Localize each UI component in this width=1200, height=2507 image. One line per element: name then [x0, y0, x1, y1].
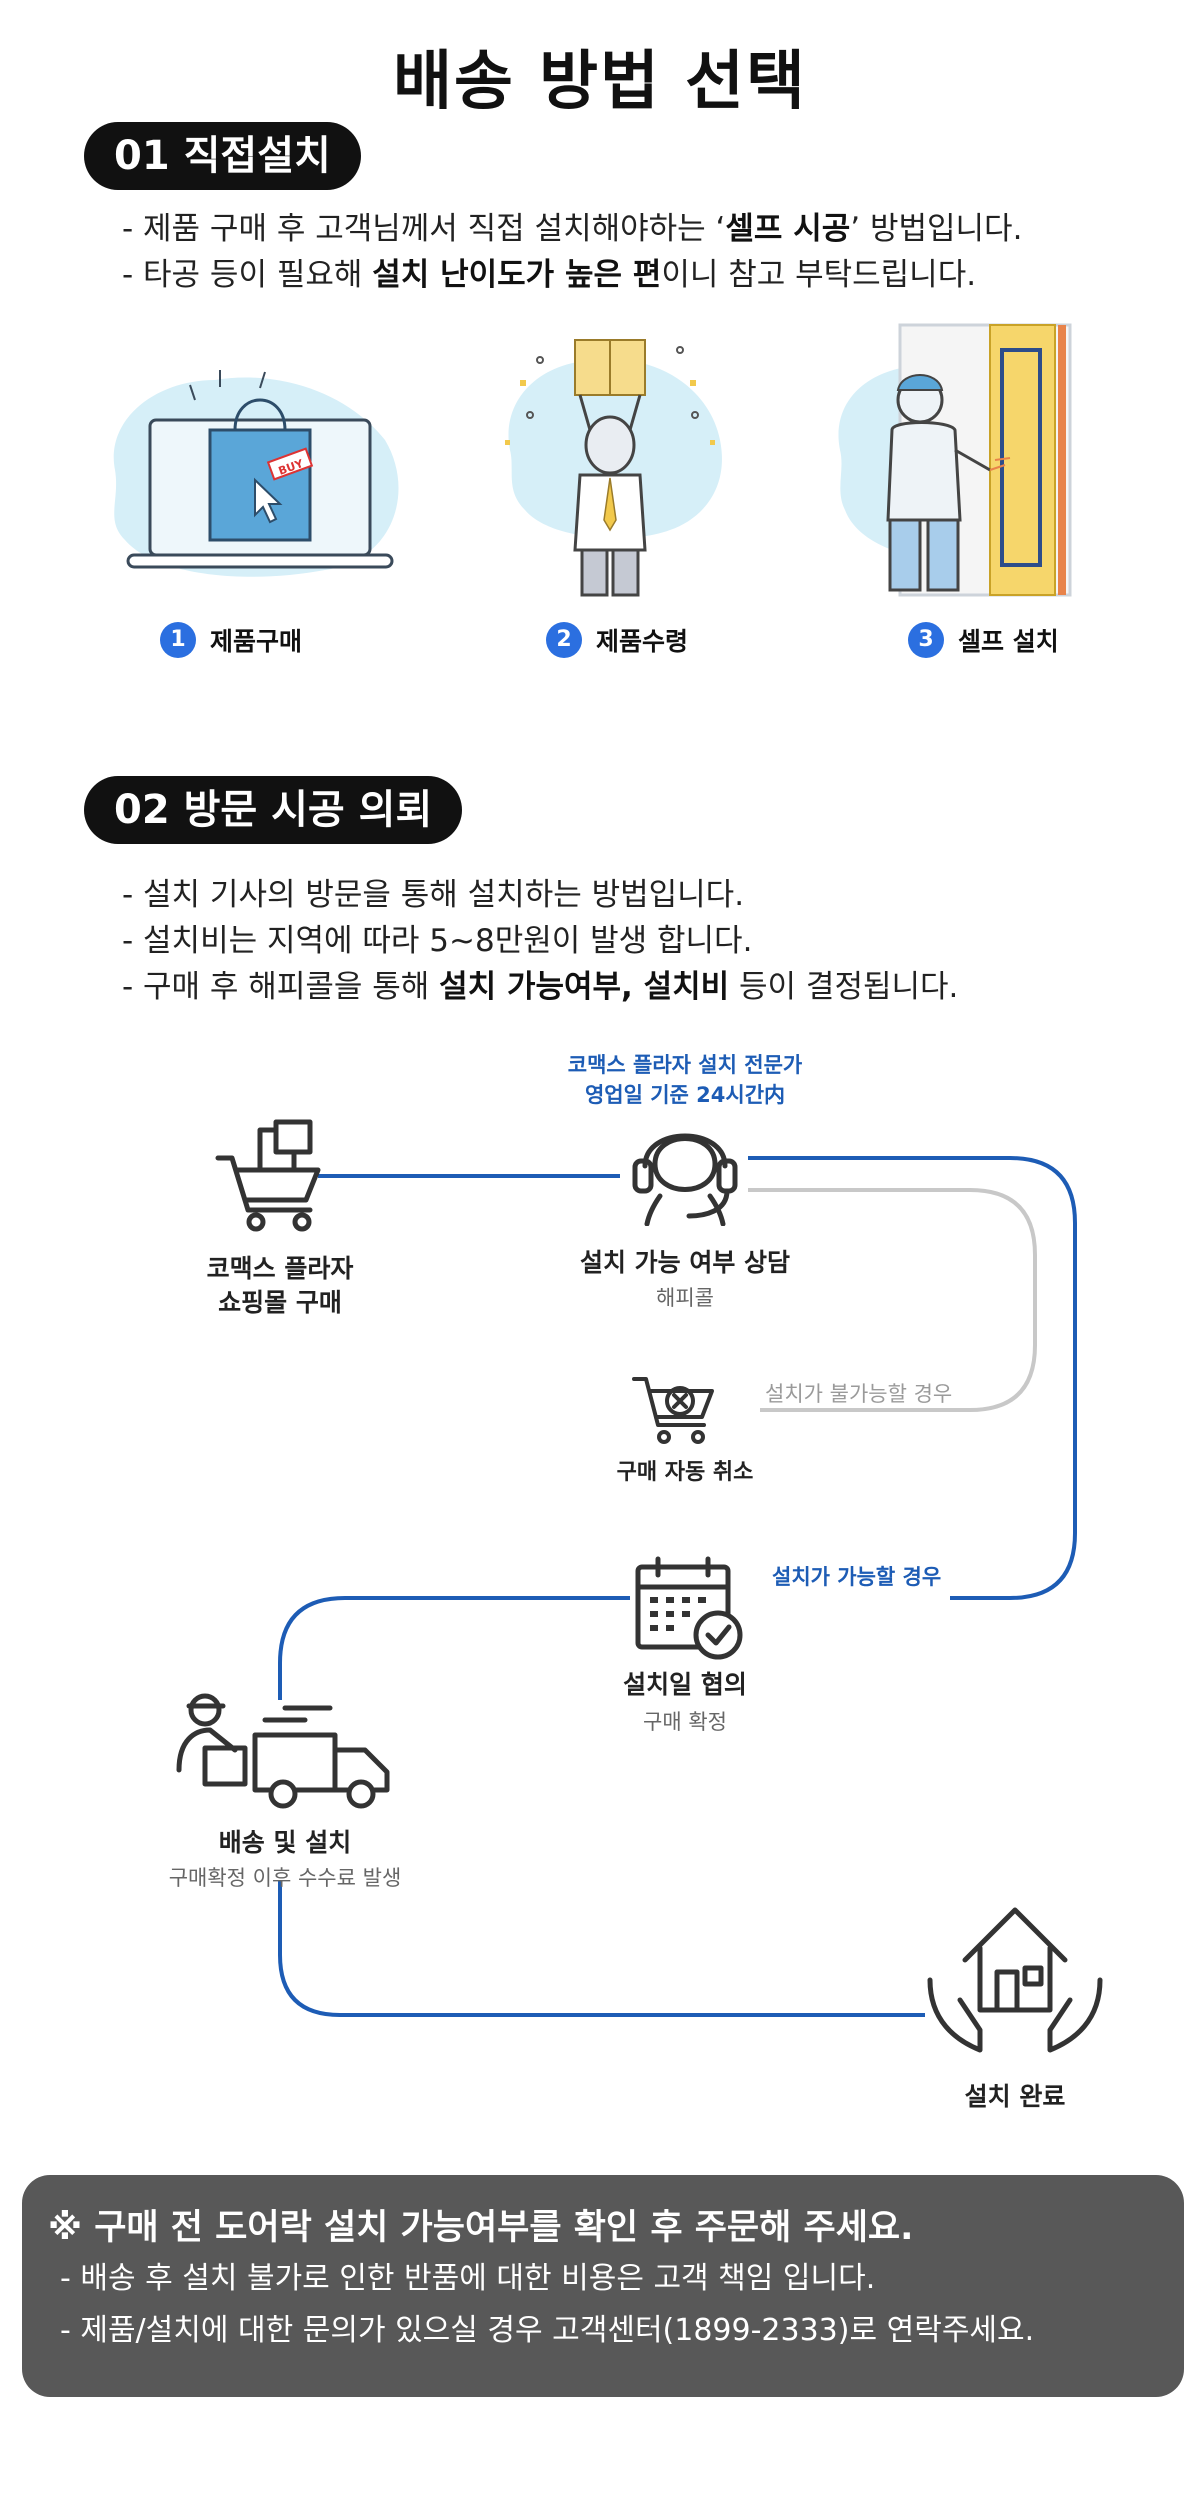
expert-note-line-2: 영업일 기준 24시간内 [584, 1083, 786, 1107]
section-1-pill: 01 직접설치 [84, 122, 361, 190]
delivery-truck-icon [176, 1693, 390, 1809]
text-segment: 등이 결정됩니다. [729, 969, 959, 1005]
headset-icon [632, 1133, 738, 1226]
schedule-node-title: 설치일 협의 [623, 1670, 747, 1699]
step-text: 제품수령 [596, 627, 689, 656]
purchase-node-title-2: 쇼핑몰 구매 [218, 1288, 342, 1317]
page-title: 배송 방법 선택 [393, 45, 807, 119]
section-2-desc-line-3: - 구매 후 해피콜을 통해 설치 가능여부, 설치비 등이 결정됩니다. [122, 964, 958, 1010]
step-1-label: 1 제품구매 [160, 622, 302, 658]
step-2-label: 2 제품수령 [546, 622, 688, 658]
receive-box-illustration [505, 339, 722, 597]
delivery-node-subtitle: 구매확정 이후 수수료 발생 [168, 1866, 402, 1890]
text-segment: 이니 참고 부탁드립니다. [661, 257, 977, 293]
step-3-label: 3 셀프 설치 [908, 622, 1059, 658]
consult-node-title: 설치 가능 여부 상담 [579, 1248, 791, 1277]
purchase-node-title-1: 코맥스 플라자 [206, 1254, 354, 1283]
step-text: 셀프 설치 [958, 627, 1059, 656]
house-hands-icon [927, 1907, 1103, 2053]
notice-title: ※ 구매 전 도어락 설치 가능여부를 확인 후 주문해 주세요. [48, 2208, 914, 2248]
expert-note-line-1: 코맥스 플라자 설치 전문가 [567, 1053, 803, 1077]
possible-note: 설치가 가능할 경우 [772, 1565, 942, 1589]
text-segment: - 구매 후 해피콜을 통해 [122, 969, 440, 1005]
consult-node-subtitle: 해피콜 [656, 1286, 714, 1310]
notice-line-1: - 배송 후 설치 불가로 인한 반품에 대한 비용은 고객 책임 입니다. [60, 2261, 876, 2296]
section-1-desc-line-2: - 타공 등이 필요해 설치 난이도가 높은 편이니 참고 부탁드립니다. [122, 252, 976, 298]
calendar-check-icon [635, 1556, 743, 1660]
step-number-badge: 2 [546, 622, 582, 658]
cart-cancel-icon [632, 1377, 714, 1444]
step-number-badge: 3 [908, 622, 944, 658]
flow-connectors [278, 1156, 1077, 2017]
text-bold: 설치 난이도가 높은 편 [372, 257, 662, 293]
delivery-node-title: 배송 및 설치 [218, 1828, 352, 1857]
shopping-cart-icon [215, 1119, 321, 1232]
section-1-desc-line-1: - 제품 구매 후 고객님께서 직접 설치해야하는 ‘셀프 시공’ 방법입니다. [122, 206, 1022, 252]
text-segment: ’ 방법입니다. [850, 211, 1023, 247]
text-segment: - 타공 등이 필요해 [122, 257, 373, 293]
section-2-desc-line-1: - 설치 기사의 방문을 통해 설치하는 방법입니다. [122, 877, 745, 913]
text-segment: - 제품 구매 후 고객님께서 직접 설치해야하는 ‘ [122, 211, 726, 247]
impossible-note: 설치가 불가능할 경우 [765, 1382, 953, 1406]
cancel-node-title: 구매 자동 취소 [616, 1460, 754, 1485]
step-text: 제품구매 [210, 627, 303, 656]
step-number-badge: 1 [160, 622, 196, 658]
laptop-shopping-illustration: BUY [113, 370, 399, 577]
section-2-desc-line-2: - 설치비는 지역에 따라 5~8만원이 발생 합니다. [122, 923, 753, 959]
notice-line-2: - 제품/설치에 대한 문의가 있으실 경우 고객센터(1899-2333)로 … [60, 2313, 1035, 2348]
notice-box: ※ 구매 전 도어락 설치 가능여부를 확인 후 주문해 주세요. - 배송 후… [22, 2175, 1184, 2397]
text-bold: 셀프 시공 [725, 211, 851, 247]
section-2-pill: 02 방문 시공 의뢰 [84, 776, 463, 844]
self-install-illustration [838, 323, 1072, 597]
text-bold: 설치 가능여부, 설치비 [439, 969, 730, 1005]
schedule-node-subtitle: 구매 확정 [643, 1710, 727, 1734]
complete-node-title: 설치 완료 [964, 2082, 1066, 2111]
